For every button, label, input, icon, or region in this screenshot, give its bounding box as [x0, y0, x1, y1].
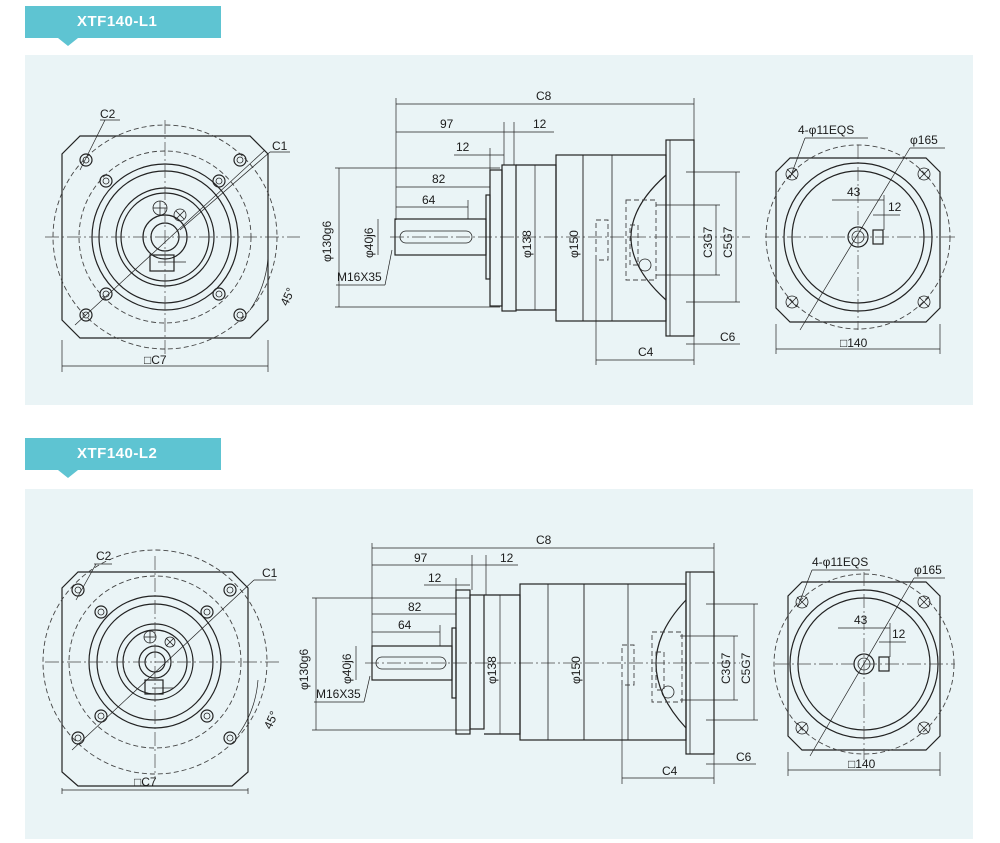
front-view — [42, 549, 282, 794]
dim-12-top: 12 — [533, 117, 547, 131]
label-holes: 4-φ11EQS — [812, 555, 868, 569]
label-width: □C7 — [134, 775, 157, 789]
rear-view — [773, 569, 955, 776]
label-holes: 4-φ11EQS — [798, 123, 854, 137]
dim-12: 12 — [456, 140, 470, 154]
label-width-rear: □140 — [840, 336, 868, 350]
label-width-rear: □140 — [848, 757, 876, 771]
dim-thread: M16X35 — [316, 687, 361, 701]
section-tab-notch — [58, 470, 78, 478]
label-phi165: φ165 — [910, 133, 938, 147]
label-c1: C1 — [262, 566, 278, 580]
dim-phi130: φ130g6 — [320, 221, 334, 262]
dim-12: 12 — [428, 571, 442, 585]
dim-c6: C6 — [736, 750, 752, 764]
dim-43: 43 — [847, 185, 861, 199]
dim-64: 64 — [422, 193, 436, 207]
dim-c8: C8 — [536, 533, 552, 547]
dim-phi138: φ138 — [485, 656, 499, 684]
section-title: XTF140-L1 — [77, 13, 158, 30]
dim-12-top: 12 — [500, 551, 514, 565]
section-title-tab: XTF140-L2 — [25, 438, 221, 470]
dim-c3: C3G7 — [701, 226, 715, 258]
dim-43: 43 — [854, 613, 868, 627]
dim-c3: C3G7 — [719, 652, 733, 684]
label-c1: C1 — [272, 139, 288, 153]
dim-64: 64 — [398, 618, 412, 632]
label-c2: C2 — [100, 107, 116, 121]
rear-view — [765, 137, 955, 354]
dim-c4: C4 — [638, 345, 654, 359]
dim-97: 97 — [440, 117, 454, 131]
dim-c8: C8 — [536, 89, 552, 103]
dim-c5: C5G7 — [721, 226, 735, 258]
front-view — [45, 119, 300, 372]
dim-82: 82 — [432, 172, 446, 186]
dim-c6: C6 — [720, 330, 736, 344]
dim-c4: C4 — [662, 764, 678, 778]
dim-thread: M16X35 — [337, 270, 382, 284]
dim-97: 97 — [414, 551, 428, 565]
dim-12-rear: 12 — [888, 200, 902, 214]
dim-phi150: φ150 — [567, 230, 581, 258]
dim-phi40: φ40j6 — [362, 227, 376, 258]
label-width: □C7 — [144, 353, 167, 367]
label-phi165: φ165 — [914, 563, 942, 577]
dim-c5: C5G7 — [739, 652, 753, 684]
drawing-panel — [25, 55, 973, 405]
label-c2: C2 — [96, 549, 112, 563]
dim-phi150: φ150 — [569, 656, 583, 684]
dim-12-rear: 12 — [892, 627, 906, 641]
dim-phi40: φ40j6 — [340, 653, 354, 684]
side-view — [335, 98, 750, 365]
section-tab-notch — [58, 38, 78, 46]
dim-phi138: φ138 — [520, 230, 534, 258]
section-title-tab: XTF140-L1 — [25, 6, 221, 38]
side-view — [312, 543, 758, 784]
dim-phi130: φ130g6 — [297, 649, 311, 690]
section-title: XTF140-L2 — [77, 445, 158, 462]
label-angle: 45° — [261, 709, 281, 732]
dim-82: 82 — [408, 600, 422, 614]
